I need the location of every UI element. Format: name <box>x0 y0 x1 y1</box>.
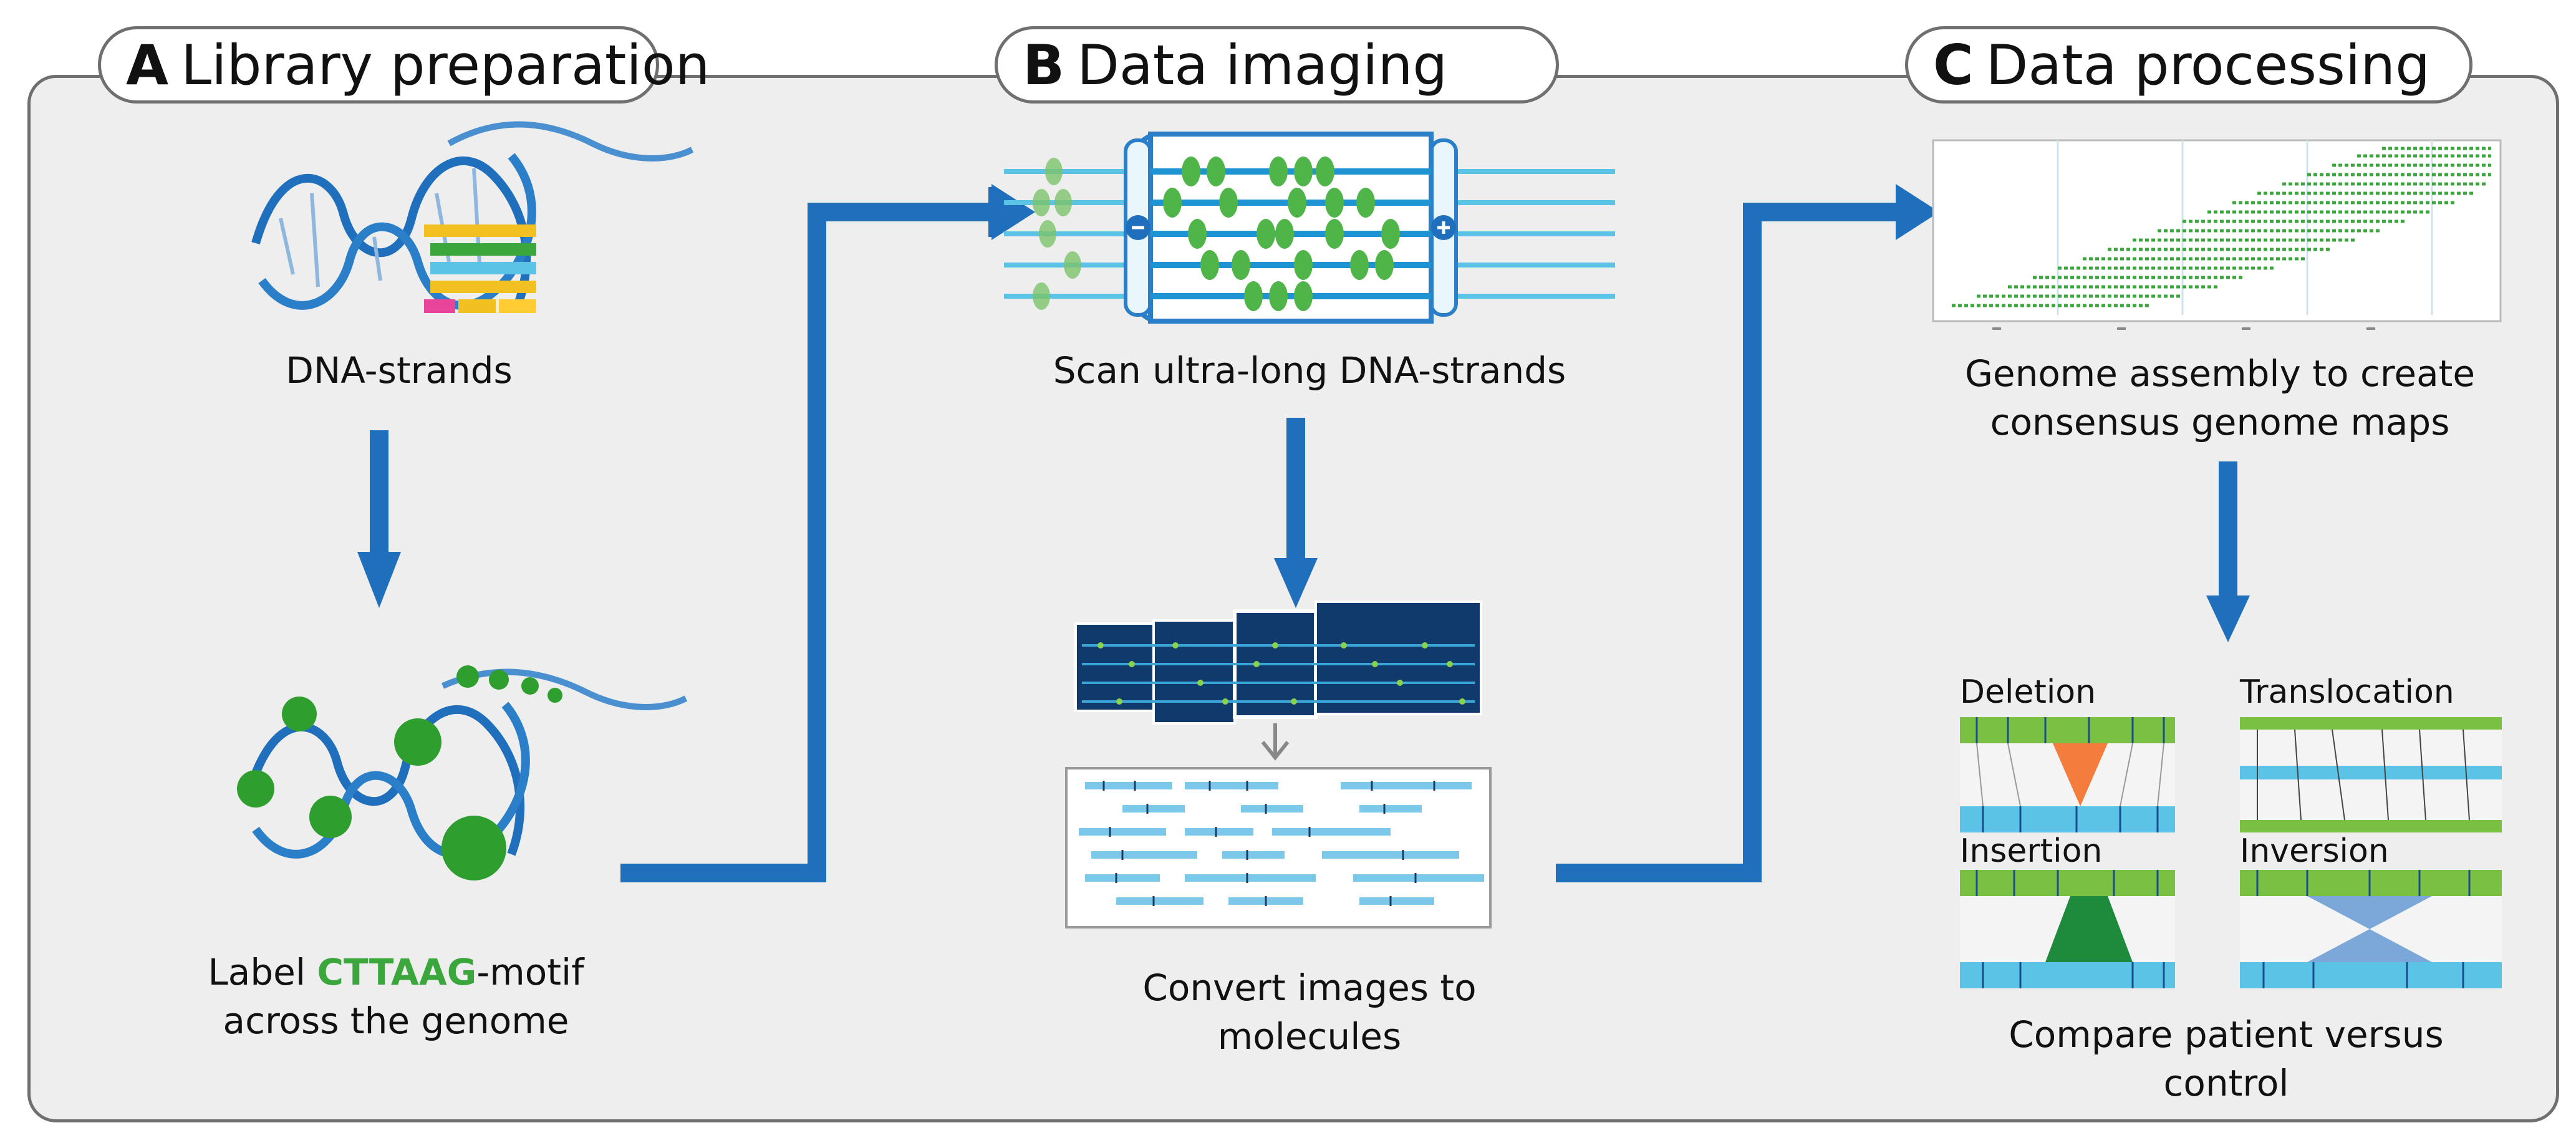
connector-bc-bottom <box>1556 864 1762 882</box>
arrow-a-shaft <box>370 430 388 555</box>
assembly-line2: consensus genome maps <box>1990 401 2450 443</box>
sv-deletion-panel <box>1960 717 2175 832</box>
motif-text: CTTAAG <box>317 951 477 993</box>
section-b-title: Data imaging <box>1077 32 1448 97</box>
convert-line2: molecules <box>1217 1015 1402 1058</box>
assembly-line1: Genome assembly to create <box>1964 352 2476 395</box>
scan-label: Scan ultra-long DNA-strands <box>1053 349 1566 392</box>
arrow-b-shaft <box>1286 418 1305 561</box>
sv-translocation-panel <box>2240 717 2502 832</box>
connector-bc-top <box>1743 203 1899 221</box>
assembly-plot <box>1932 139 2502 330</box>
molecules-box <box>1065 767 1492 928</box>
label-dots <box>237 665 562 880</box>
convert-caption: Convert images to molecules <box>1060 963 1559 1061</box>
connector-bc-vertical <box>1743 203 1762 882</box>
label-motif-line2: across the genome <box>223 1000 569 1042</box>
insertion-label: Insertion <box>1960 832 2103 870</box>
section-b-header: B Data imaging <box>995 26 1559 104</box>
label-prefix: Label <box>208 951 306 993</box>
compare-line1: Compare patient versus <box>2009 1013 2444 1056</box>
section-c-letter: C <box>1933 32 1974 97</box>
inversion-label: Inversion <box>2240 832 2389 870</box>
assembly-caption: Genome assembly to create consensus geno… <box>1921 349 2519 446</box>
compare-caption: Compare patient versus control <box>1939 1010 2513 1107</box>
section-c-header: C Data processing <box>1905 26 2472 104</box>
convert-line1: Convert images to <box>1142 967 1477 1009</box>
image-tiles <box>1074 600 1482 761</box>
arrow-c-head <box>2206 596 2250 642</box>
section-b-letter: B <box>1023 32 1065 97</box>
sv-inversion-panel <box>2240 870 2502 988</box>
section-a-letter: A <box>126 32 169 97</box>
sv-insertion-panel <box>1960 870 2175 988</box>
arrow-bc-head <box>1896 184 1939 240</box>
translocation-label: Translocation <box>2240 673 2454 711</box>
base-pairs <box>424 224 536 313</box>
dna-strand-illustration <box>251 121 694 313</box>
flow-arrows <box>357 184 2250 882</box>
label-motif-caption: Label CTTAAG-motif across the genome <box>131 948 661 1045</box>
arrow-b-head <box>1274 558 1318 608</box>
arrow-c-shaft <box>2219 461 2237 599</box>
scanning-device <box>1004 132 1615 324</box>
section-a-header: A Library preparation <box>98 26 710 104</box>
arrow-a-head <box>357 552 401 608</box>
compare-line2: control <box>2163 1062 2289 1104</box>
arrow-ab-head <box>991 184 1035 240</box>
labeled-dna-illustration <box>237 665 688 880</box>
dna-strands-label: DNA-strands <box>286 349 513 392</box>
deletion-label: Deletion <box>1960 673 2096 711</box>
section-c-title: Data processing <box>1985 32 2430 97</box>
connector-ab-top <box>808 203 995 221</box>
label-motif-line1: Label CTTAAG-motif <box>131 948 661 996</box>
section-a-title: Library preparation <box>181 32 710 97</box>
connector-ab-vertical <box>808 203 826 882</box>
connector-ab-bottom <box>620 864 826 882</box>
label-suffix: -motif <box>476 951 584 993</box>
